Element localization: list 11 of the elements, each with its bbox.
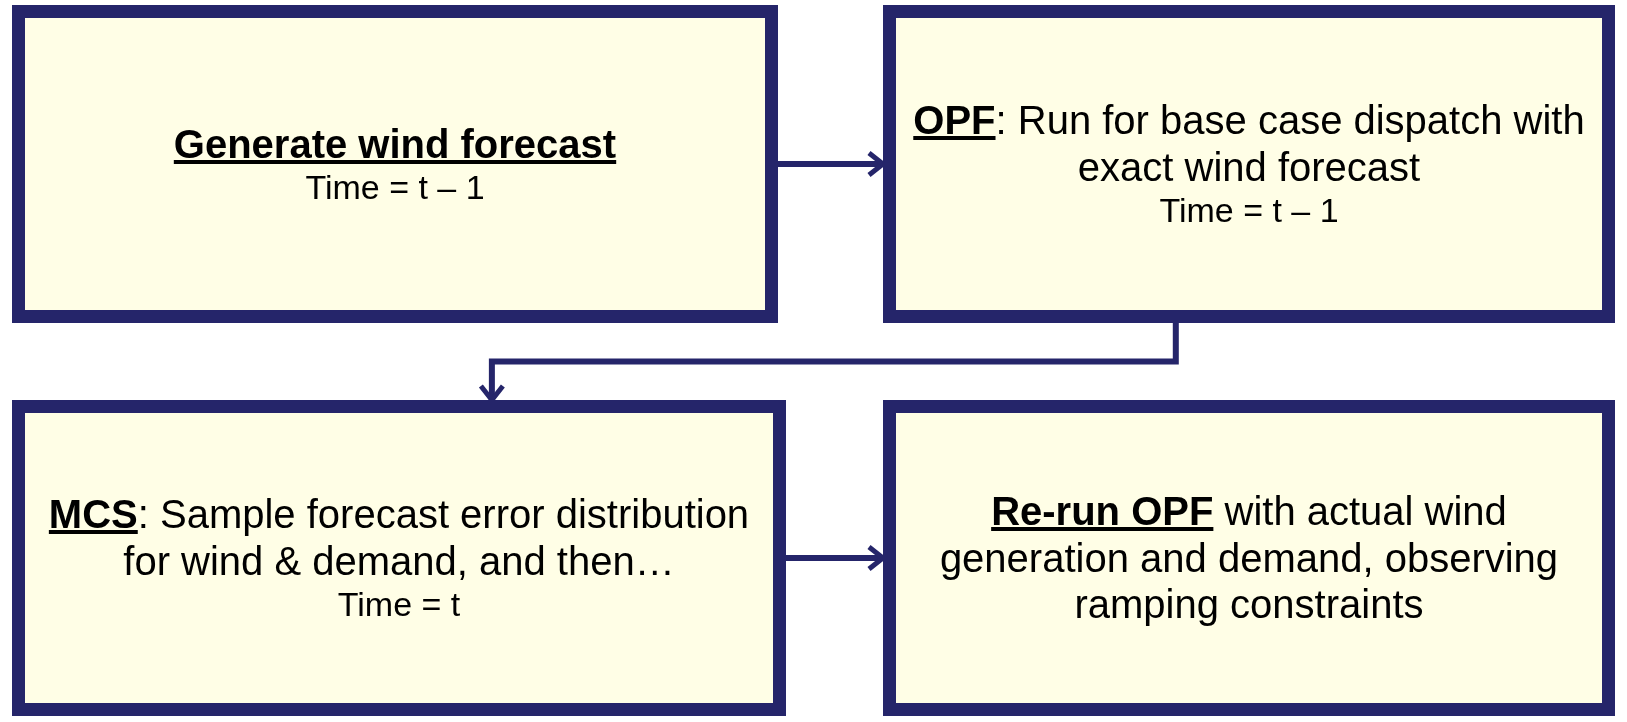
- step-description: Re-run OPF with actual wind generation and demand, observing ramping constraints: [938, 487, 1560, 629]
- step-title: Generate wind forecast: [173, 120, 617, 168]
- time-label: Time = t: [337, 584, 461, 625]
- process-box: [883, 5, 1615, 323]
- process-box: [12, 400, 786, 716]
- step-description: MCS: Sample forecast error distribution for wind & demand, and then…: [47, 491, 751, 585]
- step-description: OPF: Run for base case dispatch with exact wind forecast: [912, 97, 1586, 191]
- process-box: [12, 5, 778, 323]
- time-label: Time = t – 1: [305, 167, 485, 208]
- time-label: Time = t – 1: [1159, 190, 1339, 231]
- process-box: [883, 400, 1615, 716]
